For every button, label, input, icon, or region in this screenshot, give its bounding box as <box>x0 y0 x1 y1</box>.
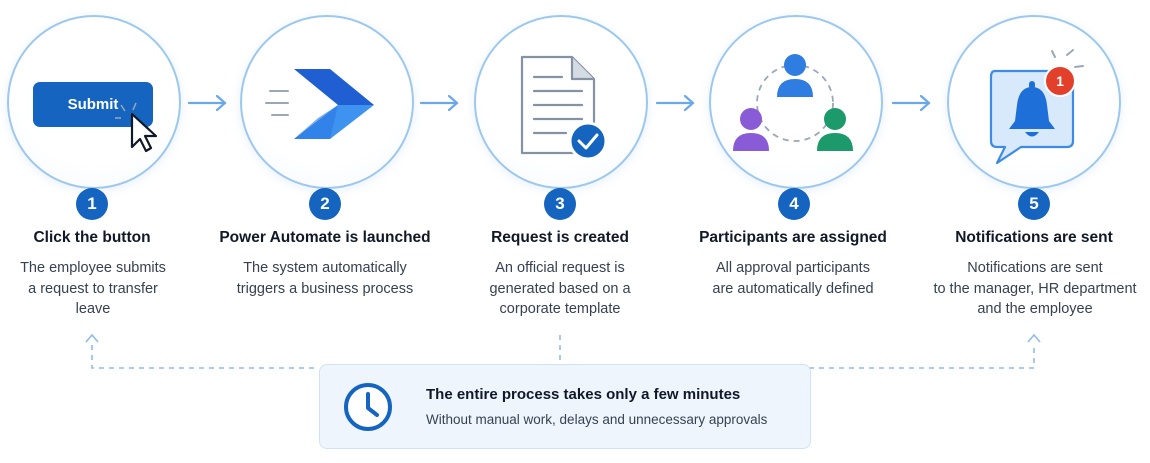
power-automate-icon <box>265 69 374 139</box>
participants-icon <box>733 54 853 151</box>
step-5-title: Notifications are sent <box>955 229 1113 246</box>
step-2-description-line: The system automatically <box>243 260 407 276</box>
summary-title: The entire process takes only a few minu… <box>426 386 741 403</box>
step-4-description: All approval participants are automatica… <box>693 258 893 299</box>
step-1-description-line: The employee submits <box>20 260 166 276</box>
step-1-circle: Submit <box>7 15 181 189</box>
step-5-description-line: to the manager, HR department <box>933 280 1137 297</box>
notification-count-badge: 1 <box>1044 65 1076 97</box>
flow-arrow-2 <box>419 94 459 112</box>
step-4-circle <box>709 15 883 189</box>
step-4-number: 4 <box>789 194 799 213</box>
step-5-description-line: Notifications are sent <box>967 260 1103 276</box>
step-3-description: An official request is generated based o… <box>460 258 660 320</box>
flow-arrow-3 <box>655 94 695 112</box>
step-5-description: Notifications are sent to the manager, H… <box>920 258 1150 320</box>
step-3-circle <box>474 15 648 189</box>
step-2-number: 2 <box>320 194 330 213</box>
step-1-description: The employee submits a request to transf… <box>0 258 193 320</box>
step-4-description-line: All approval participants <box>716 260 870 276</box>
submit-button: Submit <box>33 82 153 127</box>
cursor-icon <box>115 102 158 153</box>
document-check-icon <box>520 55 608 161</box>
step-5-number: 5 <box>1029 194 1039 213</box>
step-4-number-badge: 4 <box>778 188 810 220</box>
clock-icon <box>344 383 392 431</box>
flow-arrow-1 <box>187 94 227 112</box>
step-5-circle: 1 <box>947 15 1121 189</box>
step-5-number-badge: 5 <box>1018 188 1050 220</box>
step-2-description-line: triggers a business process <box>236 280 414 297</box>
summary-subtitle: Without manual work, delays and unnecess… <box>426 412 768 427</box>
step-1-number-badge: 1 <box>76 188 108 220</box>
step-2-title: Power Automate is launched <box>219 229 431 246</box>
step-3-description-line: corporate template <box>499 301 621 317</box>
notification-count: 1 <box>1056 73 1064 89</box>
step-3-description-line: generated based on a <box>489 280 631 297</box>
step-4-description-line: are automatically defined <box>712 280 874 297</box>
step-2-number-badge: 2 <box>309 188 341 220</box>
step-4-title: Participants are assigned <box>699 229 887 246</box>
step-5-description-line: and the employee <box>977 301 1093 317</box>
flow-arrow-4 <box>891 94 931 112</box>
submit-button-label: Submit <box>67 96 119 113</box>
notification-bell-icon <box>989 49 1084 165</box>
step-1-description-line: leave <box>75 301 111 317</box>
step-2-description: The system automatically triggers a busi… <box>225 258 425 299</box>
step-3-number: 3 <box>555 194 565 213</box>
step-1-description-line: a request to transfer <box>28 280 158 297</box>
step-1-number: 1 <box>87 194 97 213</box>
summary-box: The entire process takes only a few minu… <box>319 364 811 449</box>
step-3-number-badge: 3 <box>544 188 576 220</box>
step-2-circle <box>240 15 414 189</box>
step-1-title: Click the button <box>33 229 151 246</box>
step-3-title: Request is created <box>491 229 629 246</box>
step-3-description-line: An official request is <box>495 260 625 276</box>
